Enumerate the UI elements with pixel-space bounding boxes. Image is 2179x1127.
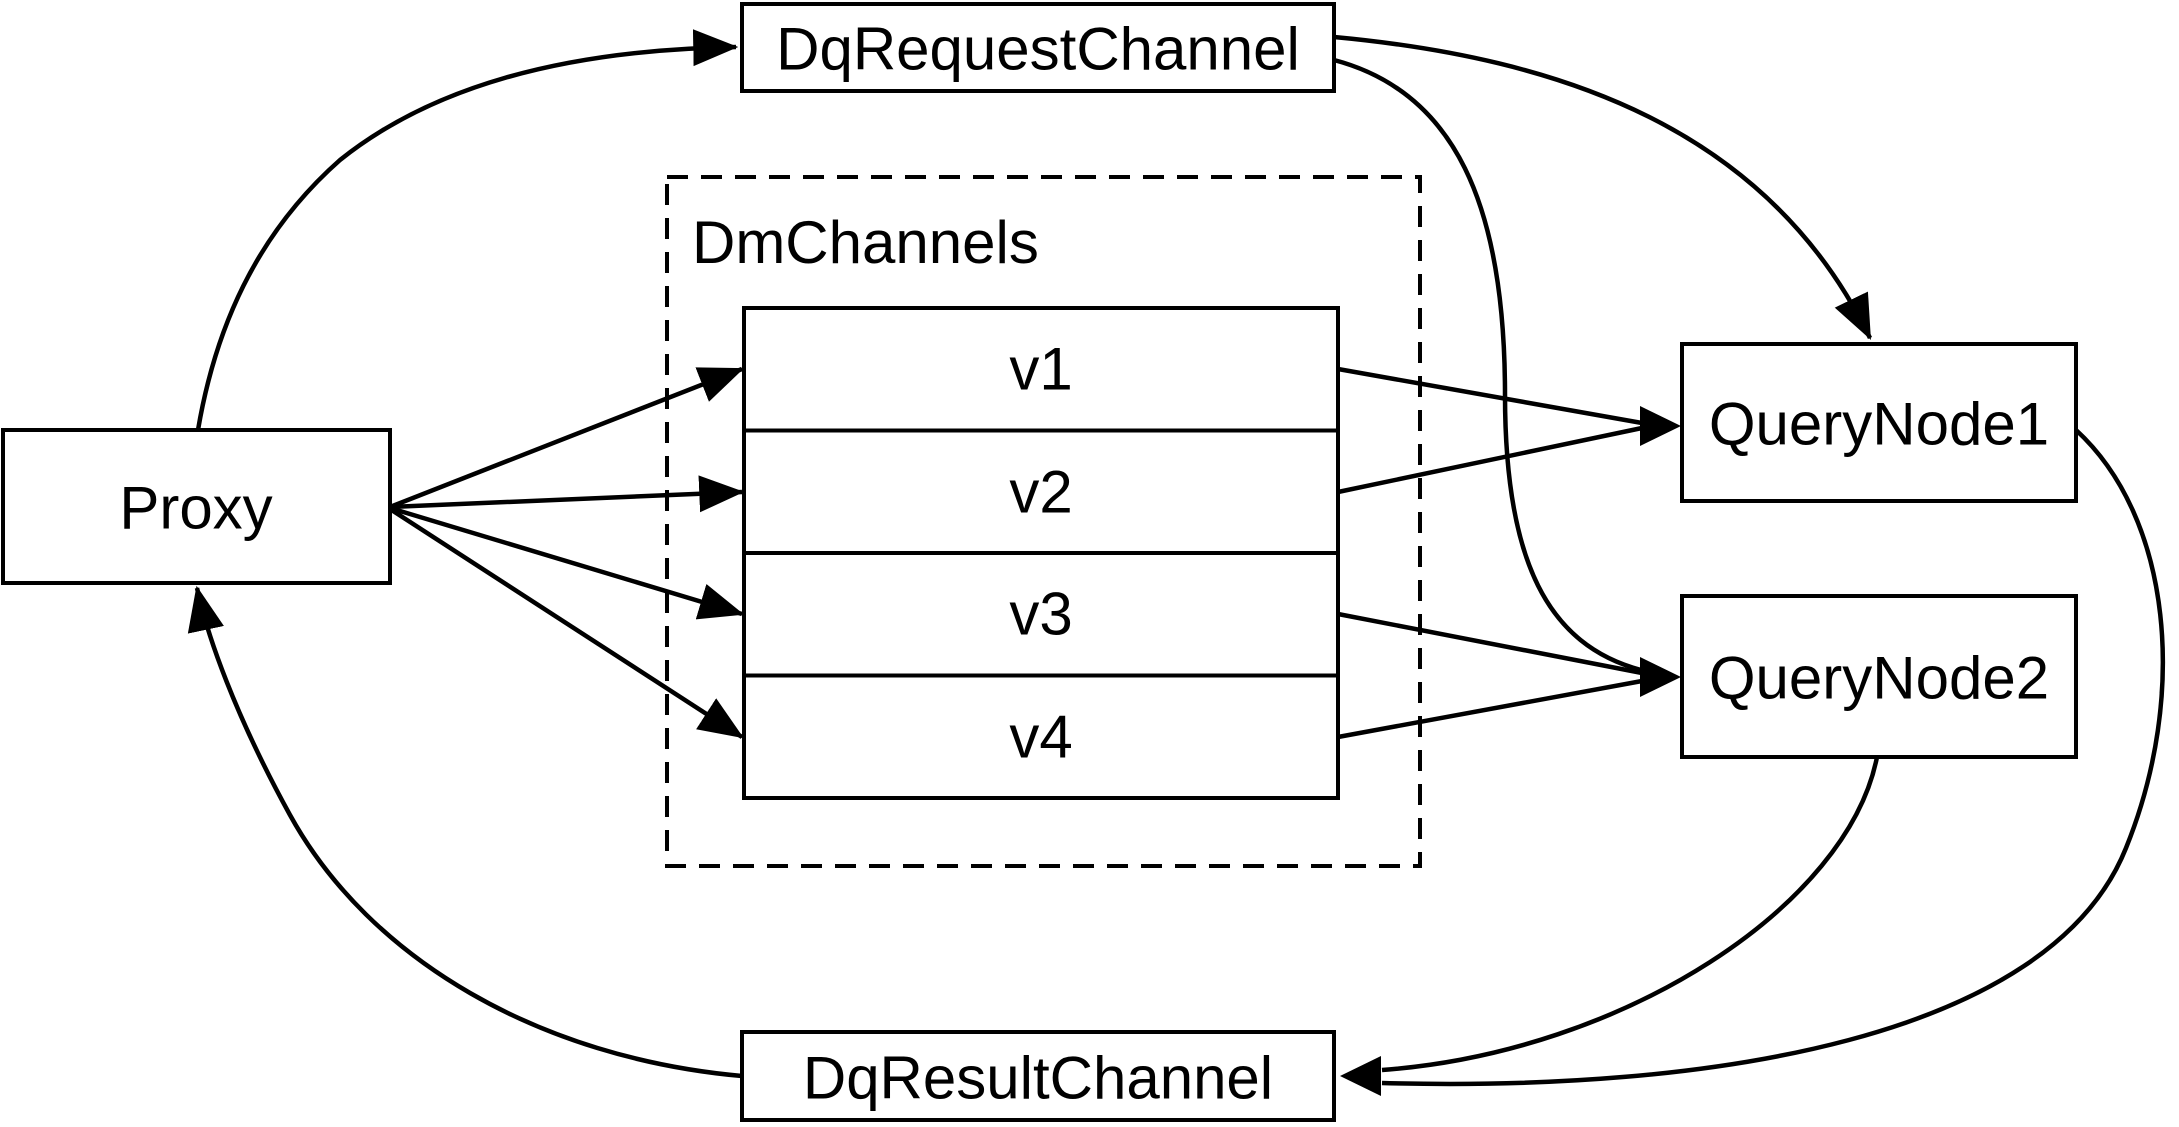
channel-v2-label: v2 <box>1009 459 1072 526</box>
proxy-label: Proxy <box>119 475 272 542</box>
dqresultchannel-label: DqResultChannel <box>803 1045 1273 1112</box>
arrowhead-into-dqresultchannel <box>1340 1056 1381 1096</box>
dqresultchannel-box <box>740 1030 1336 1122</box>
edge-dqrequestchannel-to-querynode2 <box>1333 57 1642 673</box>
querynode1-label: QueryNode1 <box>1709 391 2049 458</box>
channel-v1-label: v1 <box>1009 336 1072 403</box>
edge-dqresultchannel-to-proxy <box>187 585 743 1079</box>
querynode1-box <box>1680 342 2078 503</box>
edge-proxy-to-v2 <box>389 475 745 513</box>
proxy-node: Proxy <box>1 428 392 585</box>
edge-v4-to-querynode2 <box>1337 678 1643 740</box>
arrowhead-into-querynode1 <box>1640 406 1681 446</box>
dqresultchannel-node: DqResultChannel <box>740 1030 1336 1122</box>
querynode1-node: QueryNode1 <box>1680 342 2078 503</box>
edge-v1-to-querynode1 <box>1337 366 1643 426</box>
edge-proxy-to-v3 <box>389 505 745 620</box>
edge-v2-to-querynode1 <box>1337 425 1643 495</box>
channel-v4-label: v4 <box>1009 704 1072 771</box>
edge-proxy-to-v4 <box>388 507 744 739</box>
edge-querynode2-to-dqresultchannel <box>1381 756 1880 1073</box>
channel-v3-label: v3 <box>1009 581 1072 648</box>
querynode2-label: QueryNode2 <box>1709 645 2049 712</box>
edge-dqrequestchannel-to-querynode1 <box>1333 34 1873 341</box>
dmchannels-container: DmChannels <box>665 175 1422 868</box>
dqrequestchannel-box <box>740 2 1336 93</box>
edge-v3-to-querynode2 <box>1337 611 1643 676</box>
dmchannels-dashed-border <box>665 175 1422 868</box>
dqrequestchannel-label: DqRequestChannel <box>776 16 1300 83</box>
querynode2-box <box>1680 594 2078 759</box>
edge-proxy-to-v1 <box>389 366 745 510</box>
proxy-box <box>1 428 392 585</box>
dmchannels-label: DmChannels <box>692 209 1039 276</box>
channel-table: v1 v2 v3 v4 <box>742 306 1340 800</box>
querynode2-node: QueryNode2 <box>1680 594 2078 759</box>
arrowhead-into-querynode2 <box>1640 657 1681 697</box>
dqrequestchannel-node: DqRequestChannel <box>740 2 1336 93</box>
edge-proxy-to-dqrequestchannel <box>195 29 739 431</box>
edge-querynode1-to-dqresultchannel <box>1381 428 2166 1087</box>
